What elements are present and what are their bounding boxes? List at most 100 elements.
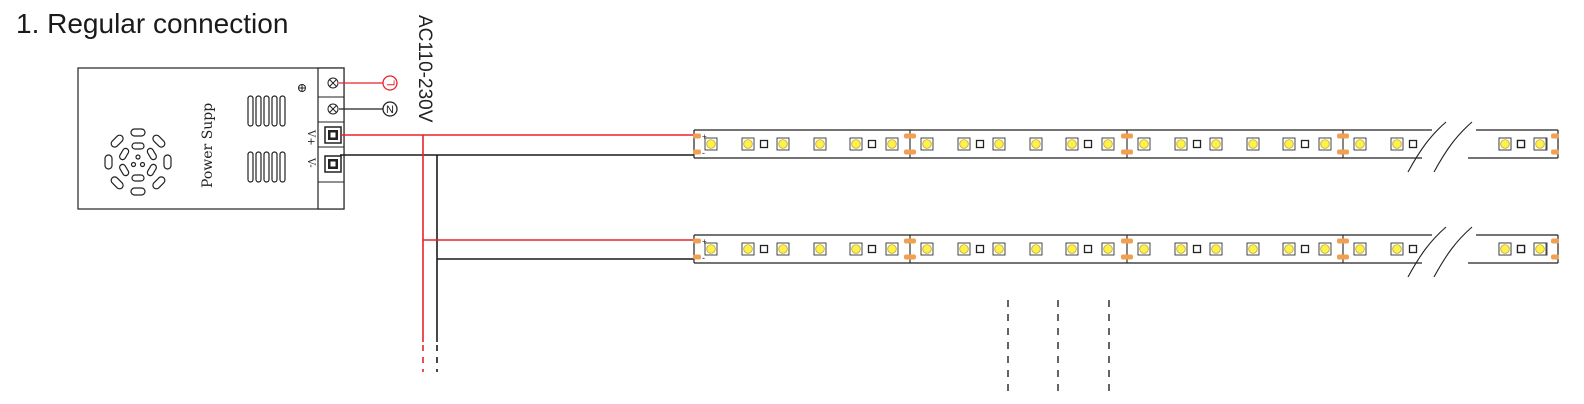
- led-chip: [1282, 242, 1296, 256]
- led-chip: [1174, 242, 1188, 256]
- led-chip: [813, 137, 827, 151]
- led-chip: [1318, 242, 1332, 256]
- resistor: [975, 139, 985, 149]
- led-chip: [1137, 242, 1151, 256]
- strip-break-icon: [1407, 121, 1447, 173]
- resistor: [1408, 244, 1418, 254]
- led-chip: [776, 242, 790, 256]
- resistor: [1300, 139, 1310, 149]
- polarity-minus: -: [702, 253, 705, 263]
- resistor: [975, 244, 985, 254]
- led-chip: [920, 137, 934, 151]
- polarity-plus: +: [702, 237, 707, 246]
- resistor: [1408, 139, 1418, 149]
- led-chip: [741, 137, 755, 151]
- led-strip: +-: [693, 121, 1559, 173]
- ground-icon: [298, 84, 306, 92]
- polarity-plus: +: [702, 132, 707, 141]
- resistor: [1083, 139, 1093, 149]
- led-chip: [849, 242, 863, 256]
- led-chip: [1390, 137, 1404, 151]
- led-chip: [1065, 242, 1079, 256]
- terminal-n-marker: [382, 101, 398, 117]
- terminal-vplus-label: V+: [305, 129, 316, 146]
- led-chip: [885, 137, 899, 151]
- resistor: [759, 139, 769, 149]
- terminal-l-label: L: [386, 80, 398, 86]
- led-chip: [1498, 242, 1512, 256]
- solder-pads: [1341, 133, 1349, 155]
- led-chip: [992, 137, 1006, 151]
- resistor: [1083, 244, 1093, 254]
- solder-pads: [1125, 238, 1133, 260]
- resistor: [1192, 244, 1202, 254]
- led-chip: [1101, 137, 1115, 151]
- solder-pads: [693, 238, 701, 260]
- dc-wiring: [340, 134, 694, 372]
- led-chip: [1246, 242, 1260, 256]
- solder-pads: [1551, 238, 1559, 260]
- screw-terminal-icon: [327, 103, 339, 115]
- led-chip: [776, 137, 790, 151]
- solder-pads: [693, 133, 701, 155]
- resistor: [867, 139, 877, 149]
- led-chip: [1282, 137, 1296, 151]
- power-supply: V+ V- Power Supp: [77, 67, 345, 210]
- diagram-title: 1. Regular connection: [16, 8, 289, 39]
- led-chip: [1174, 137, 1188, 151]
- led-chip: [1353, 137, 1367, 151]
- led-chip: [1101, 242, 1115, 256]
- led-chip: [1209, 242, 1223, 256]
- led-chip: [813, 242, 827, 256]
- led-chip: [885, 242, 899, 256]
- solder-pads: [908, 238, 916, 260]
- resistor: [1516, 244, 1526, 254]
- polarity-minus: -: [702, 148, 705, 158]
- led-chip: [1029, 242, 1043, 256]
- led-chip: [1353, 242, 1367, 256]
- led-chip: [1498, 137, 1512, 151]
- resistor: [867, 244, 877, 254]
- solder-pads: [1551, 133, 1559, 155]
- led-chip: [1246, 137, 1260, 151]
- led-chip: [1209, 137, 1223, 151]
- resistor: [1300, 244, 1310, 254]
- led-chip: [1533, 137, 1547, 151]
- strip-break-icon: [1407, 226, 1447, 278]
- solder-pads: [1341, 238, 1349, 260]
- resistor: [1192, 139, 1202, 149]
- terminal-n-label: N: [386, 104, 394, 116]
- led-chip: [704, 242, 718, 256]
- screw-terminal-icon: [327, 77, 339, 89]
- vent-slots-bottom: [247, 151, 286, 183]
- led-chip: [849, 137, 863, 151]
- power-supply-label: Power Supp: [200, 103, 216, 188]
- resistor: [759, 244, 769, 254]
- solder-pads: [1125, 133, 1133, 155]
- led-chip: [741, 242, 755, 256]
- ac-input: L N: [339, 75, 398, 117]
- led-chip: [704, 137, 718, 151]
- strip-break-icon: [1433, 121, 1473, 173]
- continuation-lines: [1007, 300, 1110, 394]
- led-chip: [957, 242, 971, 256]
- led-chip: [992, 242, 1006, 256]
- led-chip: [1318, 137, 1332, 151]
- terminal-l-marker: [382, 75, 398, 91]
- led-chip: [1065, 137, 1079, 151]
- vplus-terminal-icon: [324, 126, 342, 144]
- terminal-vminus-label: V-: [305, 157, 316, 168]
- led-chip: [957, 137, 971, 151]
- led-chip: [1137, 137, 1151, 151]
- led-chip: [920, 242, 934, 256]
- led-chip: [1390, 242, 1404, 256]
- strip-break-icon: [1433, 226, 1473, 278]
- led-chip: [1533, 242, 1547, 256]
- led-chip: [1029, 137, 1043, 151]
- fan-vent-icon: [104, 128, 172, 196]
- vminus-terminal-icon: [324, 155, 342, 173]
- led-strip: +-: [693, 226, 1559, 278]
- voltage-label: AC110-230V: [414, 15, 435, 123]
- solder-pads: [908, 133, 916, 155]
